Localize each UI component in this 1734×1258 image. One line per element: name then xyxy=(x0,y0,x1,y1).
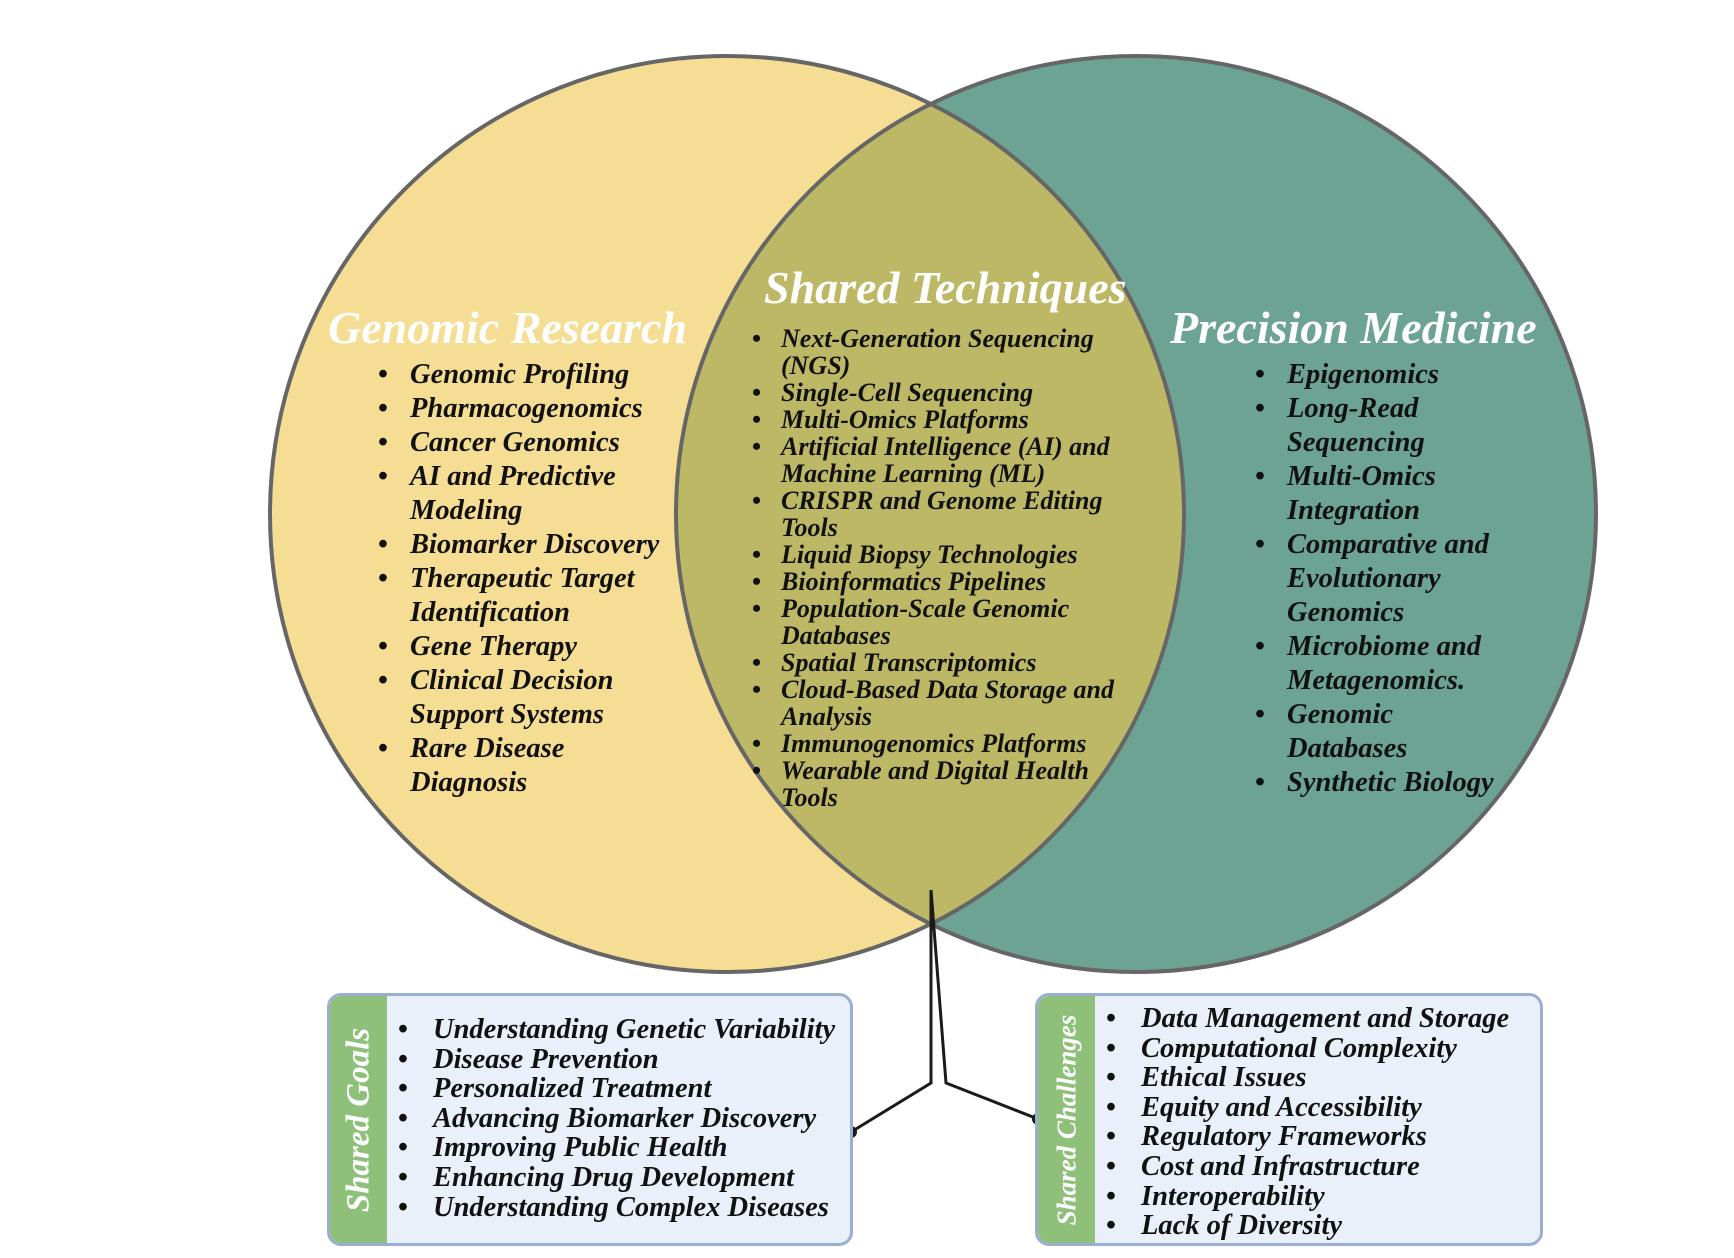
shared-techniques-list: Next-Generation Sequencing (NGS) Single-… xyxy=(748,325,1148,811)
list-item: Advancing Biomarker Discovery xyxy=(398,1104,848,1134)
precision-medicine-list: Epigenomics Long-Read Sequencing Multi-O… xyxy=(1255,358,1515,800)
list-item: Comparative and Evolutionary Genomics xyxy=(1255,528,1515,630)
shared-goals-label: Shared Goals xyxy=(340,1027,376,1212)
list-item: Interoperability xyxy=(1106,1181,1540,1212)
list-item: Therapeutic Target Identification xyxy=(378,562,668,630)
shared-goals-list: Understanding Genetic Variability Diseas… xyxy=(398,1015,848,1222)
list-item: Ethical Issues xyxy=(1106,1063,1540,1093)
list-item: Population-Scale Genomic Databases xyxy=(748,595,1148,649)
precision-medicine-outline xyxy=(674,54,1598,974)
list-item: Gene Therapy xyxy=(378,630,668,664)
list-item: Synthetic Biology xyxy=(1255,766,1515,800)
list-item: Immunogenomics Platforms xyxy=(748,730,1148,757)
precision-medicine-title: Precision Medicine xyxy=(1170,302,1537,353)
list-item: Regulatory Frameworks xyxy=(1106,1122,1540,1152)
list-item: Wearable and Digital Health Tools xyxy=(748,757,1148,811)
shared-challenges-list: Data Management and Storage Computationa… xyxy=(1106,1004,1540,1241)
list-item: Long-Read Sequencing xyxy=(1255,392,1515,460)
list-item: Clinical Decision Support Systems xyxy=(378,664,668,732)
list-item: Cost and Infrastructure xyxy=(1106,1152,1540,1182)
connector-goals xyxy=(850,890,933,1134)
shared-challenges-box: Shared Challenges Data Management and St… xyxy=(1035,993,1543,1246)
list-item: Spatial Transcriptomics xyxy=(748,649,1148,676)
list-item: Multi-Omics Platforms xyxy=(748,406,1148,433)
list-item: Next-Generation Sequencing (NGS) xyxy=(748,325,1148,379)
list-item: Cloud-Based Data Storage and Analysis xyxy=(748,676,1148,730)
shared-techniques-title: Shared Techniques xyxy=(764,262,1127,313)
shared-challenges-tab: Shared Challenges xyxy=(1038,996,1095,1243)
list-item: Cancer Genomics xyxy=(378,426,668,460)
list-item: Multi-Omics Integration xyxy=(1255,460,1515,528)
genomic-research-outline xyxy=(268,54,1186,974)
list-item: Understanding Genetic Variability xyxy=(398,1015,848,1045)
list-item: Bioinformatics Pipelines xyxy=(748,568,1148,595)
connector-challenges xyxy=(929,889,1039,1121)
genomic-research-title: Genomic Research xyxy=(328,302,688,353)
list-item: Biomarker Discovery xyxy=(378,528,668,562)
list-item: Lack of Diversity xyxy=(1106,1211,1540,1241)
list-item: Equity and Accessibility xyxy=(1106,1093,1540,1123)
shared-challenges-label: Shared Challenges xyxy=(1051,1014,1081,1225)
list-item: Data Management and Storage xyxy=(1106,1004,1540,1034)
list-item: Epigenomics xyxy=(1255,358,1515,392)
list-item: Single-Cell Sequencing xyxy=(748,379,1148,406)
list-item: Understanding Complex Diseases xyxy=(398,1192,848,1223)
genomic-research-list: Genomic Profiling Pharmacogenomics Cance… xyxy=(378,358,668,800)
list-item: CRISPR and Genome Editing Tools xyxy=(748,487,1148,541)
list-item: Enhancing Drug Development xyxy=(398,1163,848,1193)
list-item: Pharmacogenomics xyxy=(378,392,668,426)
list-item: Personalized Treatment xyxy=(398,1074,848,1104)
list-item: AI and Predictive Modeling xyxy=(378,460,668,528)
shared-goals-tab: Shared Goals xyxy=(330,996,387,1243)
list-item: Improving Public Health xyxy=(398,1133,848,1163)
list-item: Computational Complexity xyxy=(1106,1033,1540,1064)
list-item: Rare Disease Diagnosis xyxy=(378,732,668,800)
list-item: Genomic Databases xyxy=(1255,698,1515,766)
list-item: Artificial Intelligence (AI) and Machine… xyxy=(748,433,1148,487)
list-item: Disease Prevention xyxy=(398,1044,848,1075)
list-item: Liquid Biopsy Technologies xyxy=(748,541,1148,568)
list-item: Genomic Profiling xyxy=(378,358,668,392)
shared-goals-box: Shared Goals Understanding Genetic Varia… xyxy=(327,993,853,1246)
list-item: Microbiome and Metagenomics. xyxy=(1255,630,1515,698)
